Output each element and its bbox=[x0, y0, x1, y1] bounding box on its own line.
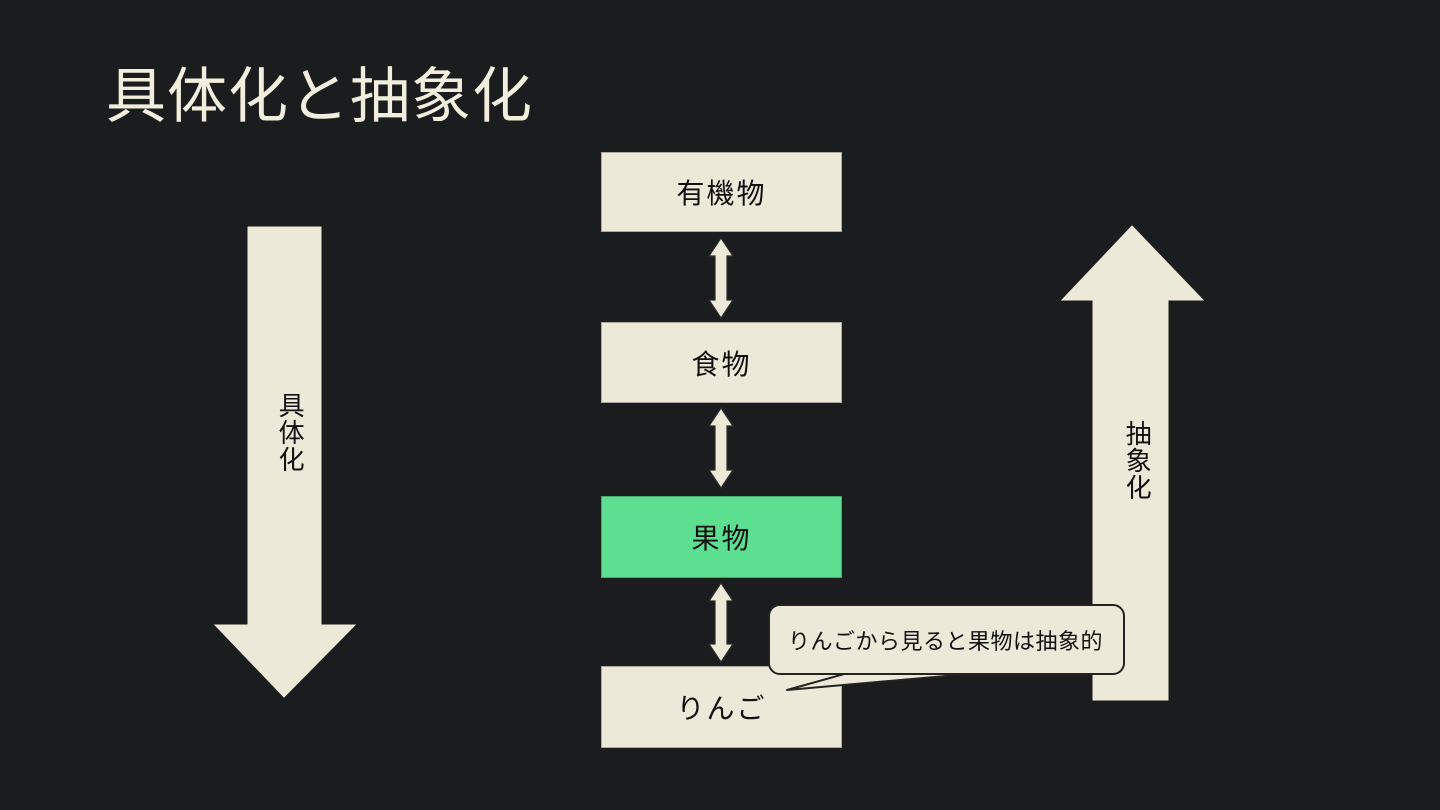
hierarchy-box-label: 食物 bbox=[691, 347, 752, 381]
hierarchy-box-fruit[interactable]: 果物 bbox=[601, 496, 842, 578]
connector-arrow-icon-3 bbox=[707, 581, 735, 664]
hierarchy-box-label: りんご bbox=[676, 692, 767, 725]
hierarchy-box-food[interactable]: 食物 bbox=[601, 322, 842, 403]
hierarchy-box-label: 有機物 bbox=[676, 177, 767, 210]
connector-arrow-icon-1 bbox=[707, 236, 735, 320]
hierarchy-box-organic[interactable]: 有機物 bbox=[601, 152, 842, 232]
callout-bubble[interactable]: りんごから見ると果物は抽象的 bbox=[768, 604, 1125, 675]
connector-arrow-icon-2 bbox=[707, 406, 735, 490]
abstract-arrow-label: 抽象化 bbox=[1121, 420, 1152, 501]
page-title: 具体化と抽象化 bbox=[106, 62, 533, 132]
hierarchy-box-apple[interactable]: りんご bbox=[601, 666, 842, 748]
callout-text: りんごから見ると果物は抽象的 bbox=[788, 629, 1104, 655]
hierarchy-box-label: 果物 bbox=[691, 522, 752, 555]
concretize-arrow-label: 具体化 bbox=[274, 392, 305, 473]
